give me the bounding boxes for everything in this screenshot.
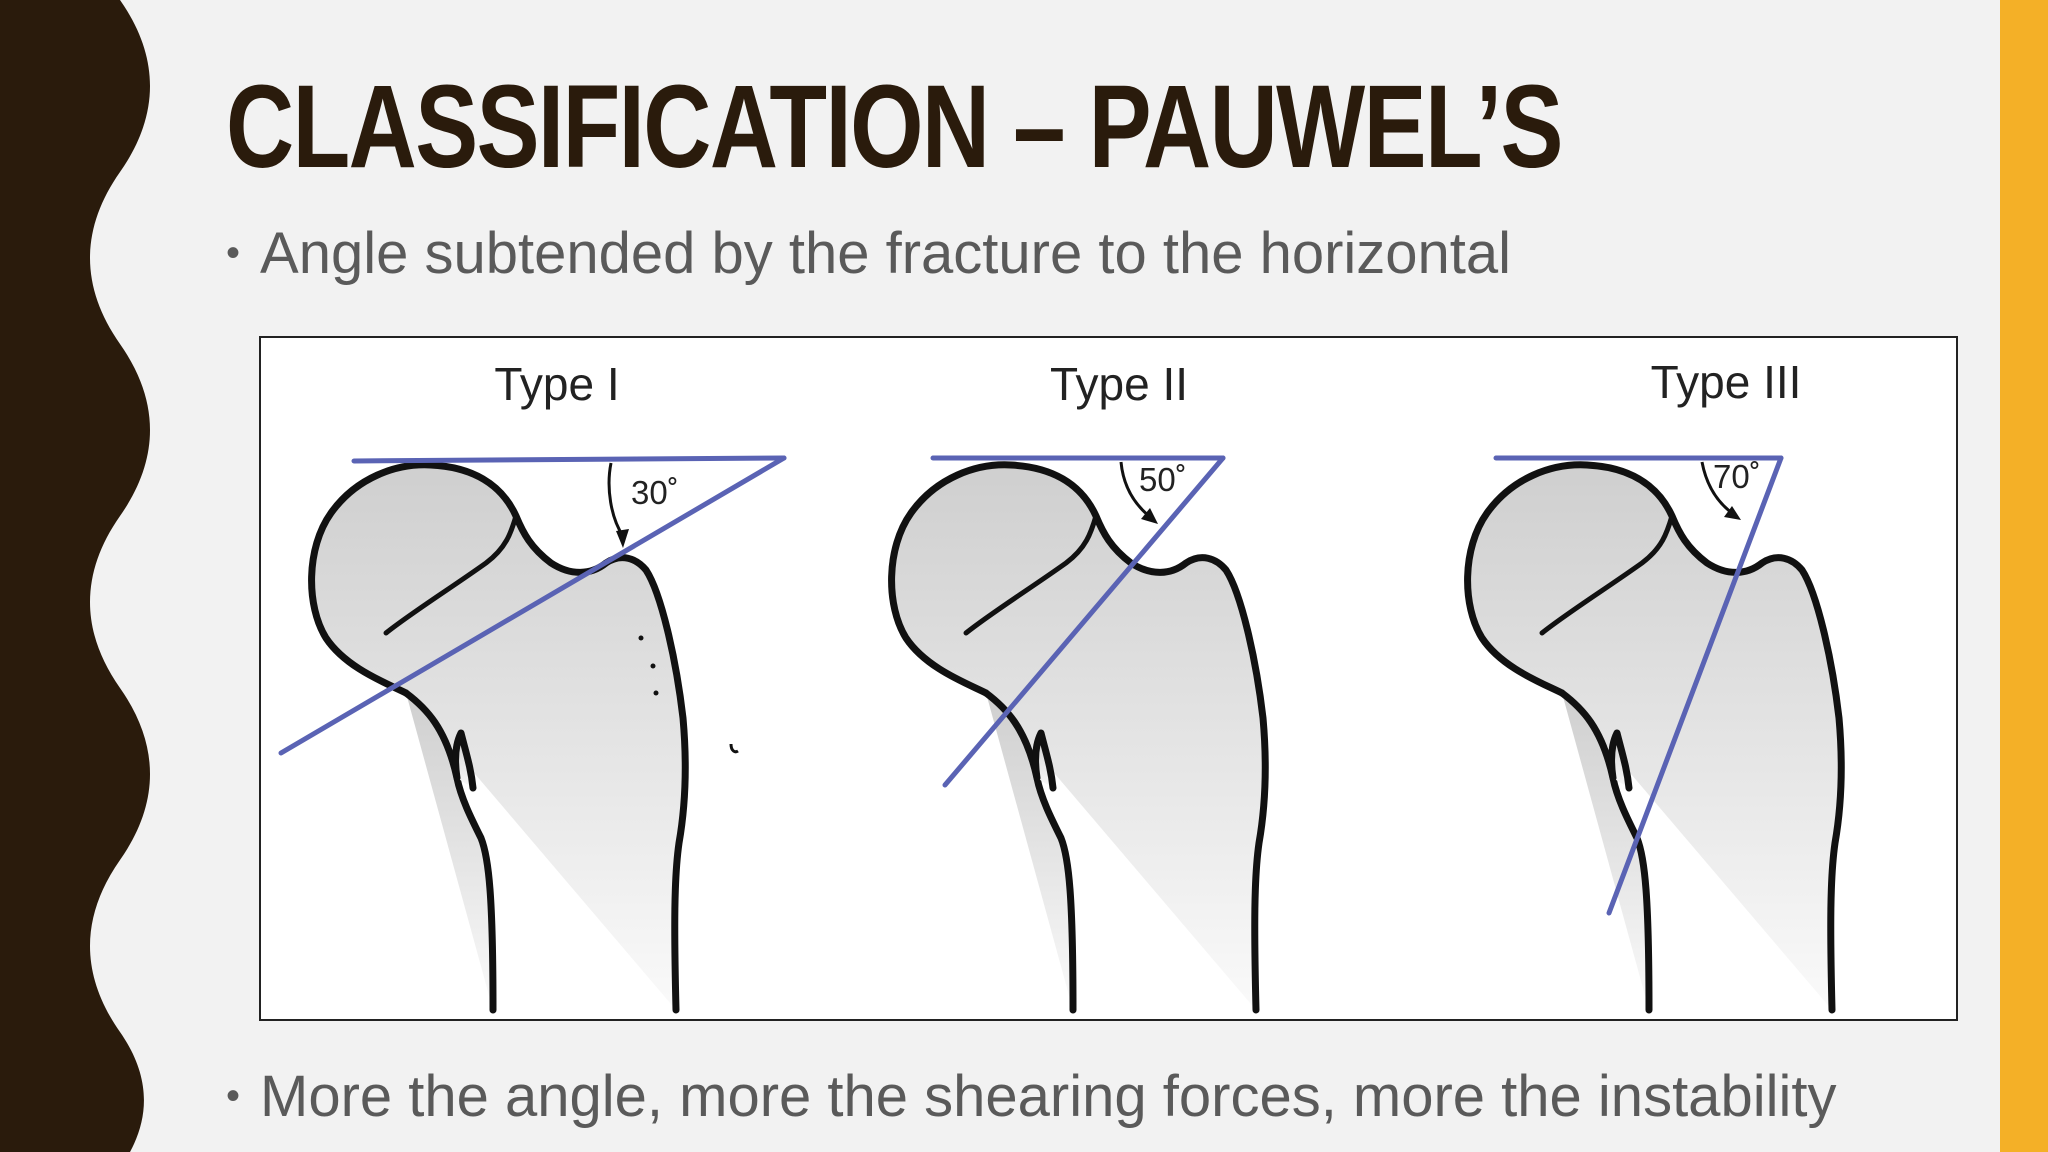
slide-title: CLASSIFICATION – PAUWEL’S [226,61,1563,193]
femur-type-1 [308,461,739,1014]
bullet-point-instability: • More the angle, more the shearing forc… [226,1063,1836,1130]
fracture-line-type-1 [278,455,787,756]
fracture-line-type-2 [930,455,1226,788]
pauwels-diagram: Type I Type II Type III 30˚ 50˚ 70˚ [259,336,1958,1021]
femur-type-3 [1464,461,1845,1014]
left-wavy-band [0,0,150,1152]
bullet-point-angle: • Angle subtended by the fracture to the… [226,220,1511,287]
angle-arrow-type-2 [1119,461,1158,524]
type-2-angle-label: 50˚ [1139,461,1187,498]
femur-type-2 [888,461,1269,1014]
type-3-label: Type III [1651,356,1802,408]
type-3-angle-label: 70˚ [1713,458,1761,495]
angle-arrow-type-3 [1700,461,1741,520]
bullet-text: More the angle, more the shearing forces… [260,1064,1837,1129]
type-2-label: Type II [1050,358,1188,410]
fracture-line-type-3 [1493,455,1784,916]
bullet-dot: • [226,1074,241,1118]
bullet-text: Angle subtended by the fracture to the h… [260,221,1512,286]
type-1-label: Type I [494,358,619,410]
angle-arrow-type-1 [607,462,629,548]
type-1-angle-label: 30˚ [631,474,679,511]
right-accent-band [2000,0,2048,1152]
bullet-dot: • [226,231,241,275]
